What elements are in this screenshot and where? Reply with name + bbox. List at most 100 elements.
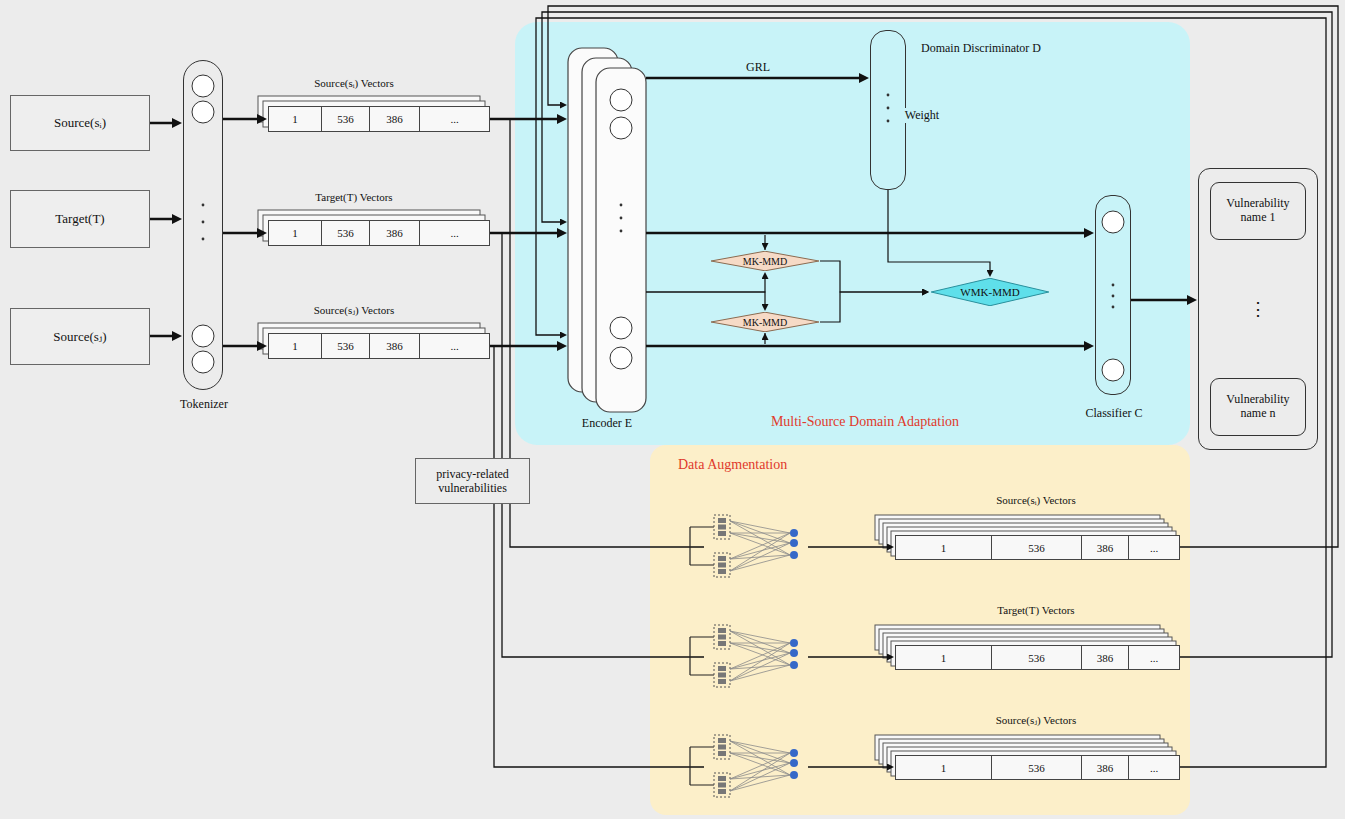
vector-cell: 1: [269, 334, 321, 358]
vector-cell: ...: [1128, 646, 1179, 669]
node-text: 1: [941, 652, 947, 664]
region-panel: 1536386...Source(sᵢ) Vectors1536386...Ta…: [650, 445, 1190, 815]
node-text: 1: [292, 113, 298, 125]
mmd-diamond: MK-MMD: [710, 312, 820, 332]
neuron: [610, 317, 632, 339]
vector-cell: ...: [1128, 536, 1179, 559]
discriminator-dots: [887, 94, 890, 123]
encoder-layers: [568, 48, 646, 412]
vector-cell: 1: [269, 107, 321, 131]
flow-arrow: [646, 345, 1084, 348]
neuron: [192, 351, 214, 373]
dot: [202, 238, 205, 241]
vector-cell: 536: [991, 646, 1081, 669]
flow-arrow: [150, 218, 172, 221]
classifier-neurons: [1102, 211, 1124, 381]
diamond-outline: [931, 278, 1049, 305]
node-text: ...: [450, 227, 458, 239]
node-heading: Tokenizer: [154, 397, 254, 412]
node-text: 536: [337, 227, 354, 239]
edge-label: GRL: [736, 60, 780, 75]
flow-arrow: [646, 279, 765, 292]
source-box: Source(sᵢ): [10, 95, 150, 151]
vector-cell: 1: [896, 646, 991, 669]
flow-arrow: [223, 118, 257, 121]
vector-card: 1536386...Source(sᵢ) Vectors: [895, 535, 1180, 560]
vector-cell: 536: [321, 107, 369, 131]
region-fill: [515, 22, 1190, 445]
note-box: privacy-related vulnerabilities: [415, 458, 530, 504]
node-text: ⋮: [1249, 298, 1267, 320]
node-text: privacy-related vulnerabilities: [420, 467, 525, 496]
augment-net: [690, 731, 808, 803]
node-heading: Source(sᵢ) Vectors: [936, 494, 1136, 506]
classifier-block: Classifier C: [1095, 195, 1131, 395]
encoder-block: Encoder E: [568, 48, 646, 412]
dot: [202, 204, 205, 207]
node-text: MK-MMD: [743, 317, 787, 328]
node-text: 1: [941, 542, 947, 554]
dot: [1112, 306, 1115, 309]
dot: [887, 94, 890, 97]
tap-arrow: [764, 235, 765, 250]
node-text: 386: [1097, 542, 1114, 554]
vector-cell: 1: [269, 221, 321, 245]
flow-arrow: [536, 18, 1326, 767]
vector-card: 1536386...Target(T) Vectors: [268, 220, 490, 246]
flow-arrow: [223, 232, 257, 235]
node-text: ...: [1150, 762, 1158, 774]
node-heading: Domain Discriminator D: [921, 41, 1091, 56]
dot: [1112, 295, 1115, 298]
node-text: 386: [386, 227, 403, 239]
dot: [202, 221, 205, 224]
neuron: [192, 325, 214, 347]
mmd-diamond: MK-MMD: [710, 251, 820, 271]
flow-arrow: [1131, 299, 1187, 302]
node-text: WMK-MMD: [960, 286, 1019, 298]
node-text: 536: [1028, 652, 1045, 664]
node-heading: Target(T) Vectors: [279, 191, 429, 203]
node-text: 536: [337, 340, 354, 352]
dot: [620, 204, 623, 207]
node-heading: Data Augmentation: [678, 457, 838, 473]
flow-arrow: [548, 6, 1338, 547]
vector-cell: ...: [1128, 756, 1179, 779]
node-heading: Source(sⱼ) Vectors: [279, 304, 429, 317]
tap-arrow: [764, 333, 765, 344]
flow-arrow: [646, 77, 859, 80]
node-text: Vulnerability name 1: [1215, 197, 1301, 225]
node-text: MK-MMD: [743, 256, 787, 267]
vector-card: 1536386...Source(sⱼ) Vectors: [895, 755, 1180, 780]
neuron: [1102, 211, 1124, 233]
node-text: 386: [1097, 762, 1114, 774]
dot: [620, 230, 623, 233]
flow-arrow: [820, 292, 922, 322]
node-text: Source(sⱼ): [53, 329, 106, 345]
neuron: [610, 347, 632, 369]
node-heading: Encoder E: [547, 416, 667, 431]
region-panel: Encoder E Domain Discriminator D MK-MMD MK-…: [515, 22, 1190, 445]
vector-cell: 386: [369, 107, 419, 131]
augment-net: [690, 511, 808, 583]
vector-cell: 386: [369, 334, 419, 358]
neuron: [192, 101, 214, 123]
vector-cell: 386: [1081, 536, 1128, 559]
vector-cell: 1: [896, 536, 991, 559]
diamond-outline: [711, 312, 819, 332]
node-text: 386: [386, 113, 403, 125]
dot: [1112, 284, 1115, 287]
node-text: 1: [292, 340, 298, 352]
node-text: 536: [1028, 762, 1045, 774]
dot: [887, 120, 890, 123]
dot: [620, 217, 623, 220]
node-text: ...: [450, 340, 458, 352]
vector-cell: 536: [991, 756, 1081, 779]
node-heading: Target(T) Vectors: [936, 604, 1136, 616]
flow-arrow: [542, 12, 1332, 657]
flow-arrow: [490, 119, 887, 547]
flow-arrow: [888, 190, 990, 270]
node-text: ...: [1150, 652, 1158, 664]
neuron: [192, 75, 214, 97]
neuron: [610, 117, 632, 139]
